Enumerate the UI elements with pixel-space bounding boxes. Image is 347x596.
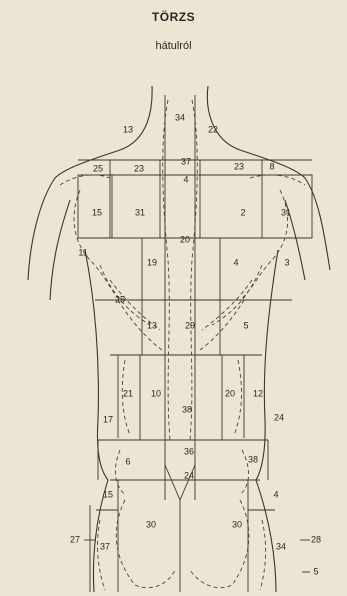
zone-3: 3 [284,257,289,267]
zone-17: 17 [103,414,113,424]
zone-22: 22 [208,124,218,134]
neck-right-outline [207,86,240,150]
zone-38-right: 38 [248,454,258,464]
zone-34: 34 [175,112,185,122]
zone-23-right: 23 [234,161,244,171]
zone-13-upper: 13 [123,124,133,134]
zone-6: 6 [125,456,130,466]
zone-37-lower: 37 [100,541,110,551]
zone-10: 10 [151,388,161,398]
zone-13-lower: 13 [147,320,157,330]
shoulder-left-outline [28,150,120,280]
zone-2: 2 [240,207,245,217]
waist-right-outline [256,250,278,480]
zone-labels: 34 13 22 37 25 23 23 8 4 15 31 2 31 20 1… [78,112,318,576]
zone-31-right: 31 [281,207,291,217]
zone-25-upper: 25 [93,163,103,173]
zone-34-lower: 34 [276,541,286,551]
zone-5-lower: 5 [313,566,318,576]
zone-30-left: 30 [146,519,156,529]
zone-21: 21 [123,388,133,398]
zone-20-lower: 20 [225,388,235,398]
callout-27: 27 [70,534,80,544]
zone-38-center: 38 [182,404,192,414]
zone-4-mid: 4 [233,257,238,267]
zone-31-left: 31 [135,207,145,217]
arm-left-inner-outline [50,200,70,300]
zone-15-upper: 15 [92,207,102,217]
waist-left-outline [85,250,108,480]
zone-23-left: 23 [134,163,144,173]
zone-30-right: 30 [232,519,242,529]
zone-12: 12 [253,388,263,398]
zone-36: 36 [184,446,194,456]
zone-24-sacrum: 24 [184,470,194,480]
neck-left-outline [120,86,152,150]
zone-11: 11 [78,247,87,257]
zone-29: 29 [185,320,195,330]
zone-37-upper: 37 [181,156,191,166]
zone-15-lower: 15 [103,489,113,499]
zone-24-side: 24 [274,412,284,422]
zone-5-mid: 5 [243,320,248,330]
zone-4-lower: 4 [273,489,278,499]
zone-25-lower: 25 [115,294,125,304]
zone-20-upper: 20 [180,234,190,244]
zone-19: 19 [147,257,157,267]
zone-8: 8 [269,161,274,171]
callout-28: 28 [311,534,321,544]
zone-grid [78,95,312,592]
zone-4-upper: 4 [183,174,188,184]
side-callouts: 27 28 [70,534,321,572]
